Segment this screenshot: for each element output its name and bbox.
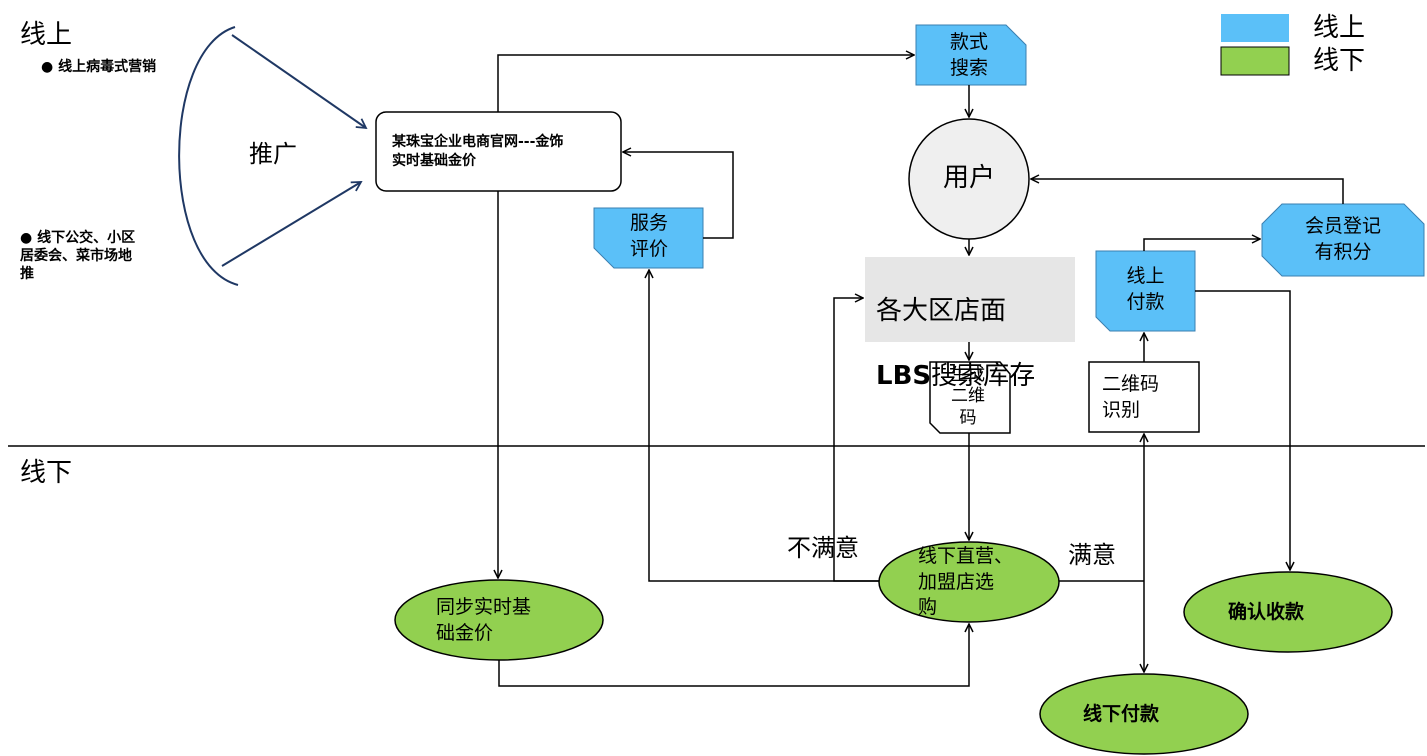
edge-store-to-eval [649, 270, 879, 582]
edge-eval-to-website [623, 152, 734, 239]
promo-offline-bullet: ● 线下公交、小区 居委会、菜市场地 推 [20, 230, 136, 283]
edge-website-to-search [497, 55, 914, 112]
confirm-pay-text: 确认收款 [1228, 601, 1305, 623]
edge-pay-to-confirm [1195, 290, 1290, 570]
member-text: 会员登记 有积分 [1304, 215, 1381, 263]
style-search-box [915, 24, 1027, 86]
sync-price-text: 同步实时基 础金价 [436, 596, 532, 644]
qr-recog-box [1088, 361, 1200, 433]
offline-pay-ellipse [1039, 673, 1249, 755]
promo-online-text: 线上病毒式营销 [58, 59, 157, 75]
legend-online-label: 线上 [1313, 13, 1366, 43]
promo-arrow-online [231, 34, 368, 130]
qr-recog-text: 二维码 识别 [1102, 373, 1160, 421]
confirm-pay-ellipse [1183, 571, 1393, 653]
online-pay-text: 线上 付款 [1126, 265, 1165, 313]
service-eval-text: 服务 评价 [629, 212, 668, 260]
gen-qr-box [929, 361, 1011, 434]
direct-store-ellipse [878, 541, 1060, 623]
lbs-line1: 各大区店面 [876, 295, 1007, 326]
edge-label-satisfied: 满意 [1068, 541, 1116, 569]
zone-label-online: 线上 [20, 20, 73, 50]
promo-bracket [178, 26, 239, 286]
promo-arrow-offline [221, 181, 363, 267]
user-text: 用户 [942, 163, 995, 193]
legend-offline-swatch [1220, 46, 1290, 76]
zone-label-offline: 线下 [20, 458, 73, 488]
promo-offline-text: 线下公交、小区 居委会、菜市场地 推 [20, 230, 136, 283]
online-pay-box [1095, 250, 1196, 332]
promo-online-bullet: ● 线上病毒式营销 [41, 59, 157, 75]
style-search-text: 款式 搜索 [949, 31, 988, 79]
gen-qr-text: 生成 二维 码 [951, 365, 985, 428]
lbs-line2: LBS搜索库存 [876, 360, 1035, 393]
direct-store-text: 线下直营、 加盟店选 购 [918, 545, 1014, 619]
edge-sync-to-store [498, 624, 969, 687]
member-box [1261, 203, 1425, 277]
edge-label-unsatisfied: 不满意 [787, 534, 859, 562]
offline-pay-text: 线下付款 [1083, 703, 1160, 725]
website-text: 某珠宝企业电商官网---金饰 实时基础金价 [392, 134, 564, 169]
promo-label: 推广 [249, 140, 297, 168]
lbs-rest: 搜索库存 [931, 360, 1036, 391]
edge-member-to-user [1031, 179, 1344, 204]
lbs-box [865, 257, 1075, 342]
legend-online-swatch [1221, 14, 1289, 42]
legend-offline-label: 线下 [1313, 46, 1366, 76]
lbs-abbrev: LBS [876, 360, 932, 391]
service-eval-box [593, 207, 704, 269]
edge-unsatisfied-to-lbs [833, 298, 879, 582]
lbs-text: 各大区店面 LBS搜索库存 [876, 262, 1035, 425]
edge-pay-to-member [1143, 239, 1260, 251]
